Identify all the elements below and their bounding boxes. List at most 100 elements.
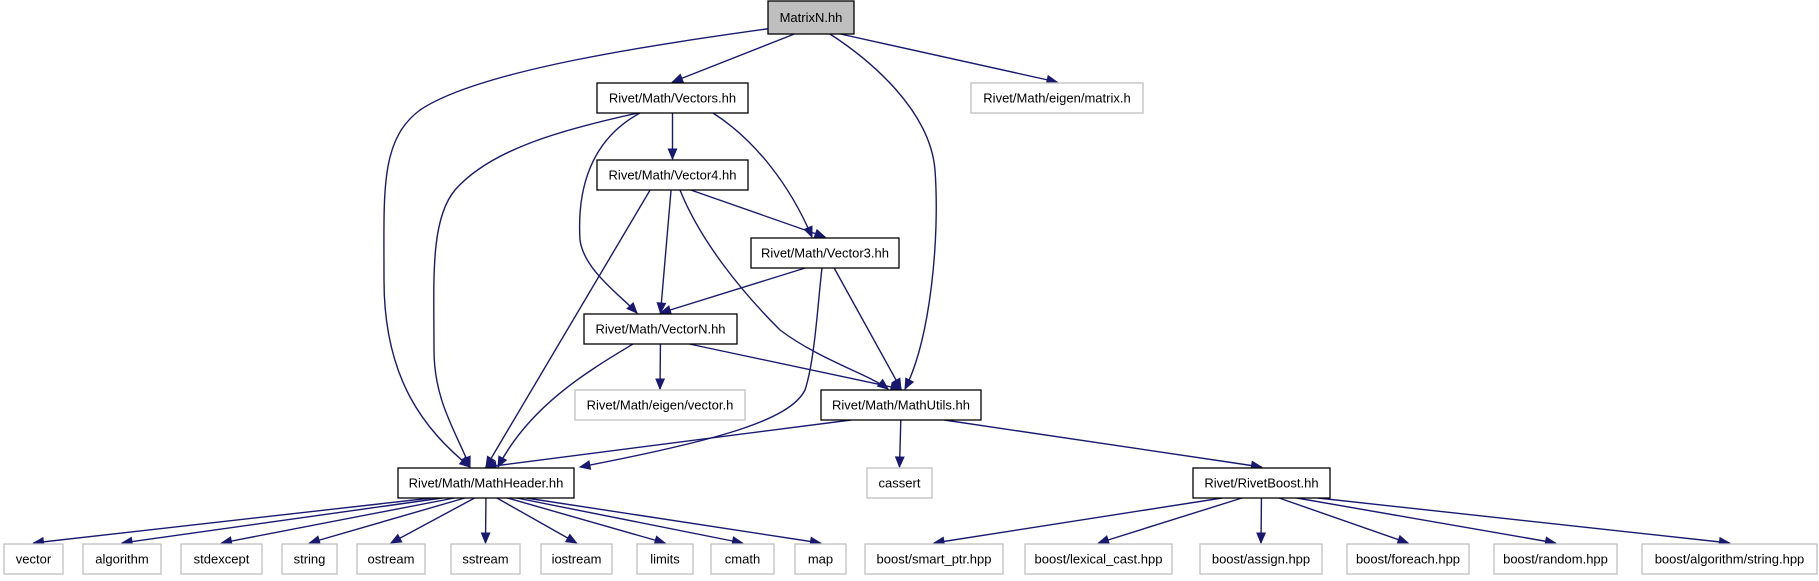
edge-vector3-to-mathheader <box>578 267 823 470</box>
edge-line <box>433 112 639 468</box>
edge-line <box>485 189 651 468</box>
edge-rivetboost-to-lexical_cast <box>1097 497 1243 545</box>
edge-line <box>672 33 795 83</box>
node-box <box>3 543 64 575</box>
arrowhead <box>671 73 685 83</box>
arrowhead <box>655 378 666 391</box>
node-cmath: cmath <box>710 543 775 575</box>
node-label: algorithm <box>95 552 148 567</box>
node-algo_string: boost/algorithm/string.hpp <box>1641 543 1818 575</box>
node-box <box>356 543 426 575</box>
node-string: string <box>281 543 338 575</box>
edge-vectorn-to-mathheader <box>497 343 634 469</box>
edge-mathheader-to-sstream <box>480 497 491 545</box>
node-rivetboost[interactable]: Rivet/RivetBoost.hh <box>1192 467 1331 499</box>
edge-line <box>933 497 1223 544</box>
node-matrixn[interactable]: MatrixN.hh <box>767 0 855 35</box>
node-label: boost/assign.hpp <box>1212 552 1310 567</box>
arrowhead <box>480 532 491 545</box>
edge-rivetboost-to-assign <box>1256 497 1267 545</box>
edge-line <box>833 267 902 390</box>
node-label: Rivet/Math/VectorN.hh <box>595 322 725 337</box>
edge-line <box>390 497 475 544</box>
node-box <box>750 237 900 269</box>
edge-mathheader-to-ostream <box>389 497 475 544</box>
edge-line <box>383 25 789 468</box>
node-label: iostream <box>552 552 602 567</box>
edge-mathutils-to-mathheader <box>484 419 852 471</box>
node-iostream: iostream <box>540 543 613 575</box>
node-box <box>450 543 521 575</box>
node-box <box>864 543 1004 575</box>
edge-line <box>309 497 466 544</box>
node-label: boost/algorithm/string.hpp <box>1655 552 1805 567</box>
node-vector4[interactable]: Rivet/Math/Vector4.hh <box>596 159 749 191</box>
node-label: Rivet/Math/MathUtils.hh <box>832 398 970 413</box>
node-label: boost/random.hpp <box>1503 552 1608 567</box>
node-vector: vector <box>3 543 64 575</box>
arrowhead <box>308 535 321 545</box>
arrowhead <box>876 378 890 390</box>
node-vector3[interactable]: Rivet/Math/Vector3.hh <box>750 237 900 269</box>
edge-line <box>829 33 937 390</box>
edge-vector3-to-vectorn <box>659 267 806 315</box>
edge-vectors-to-mathheader <box>433 112 639 469</box>
node-box <box>1192 467 1331 499</box>
edge-line <box>516 497 743 544</box>
arrowhead <box>894 456 905 469</box>
node-box <box>82 543 162 575</box>
arrowhead <box>667 148 678 161</box>
edge-mathutils-to-cassert <box>894 419 905 469</box>
edge-line <box>1098 497 1243 544</box>
edge-matrixn-to-vectors <box>671 33 795 83</box>
edge-line <box>507 497 666 544</box>
node-label: Rivet/Math/eigen/vector.h <box>587 398 734 413</box>
edge-line <box>579 267 823 468</box>
arrowhead <box>656 302 667 315</box>
node-box <box>820 389 982 421</box>
node-mathheader[interactable]: Rivet/Math/MathHeader.hh <box>397 467 575 499</box>
edge-line <box>1278 497 1409 544</box>
node-label: ostream <box>368 552 415 567</box>
edge-vector4-to-vector3 <box>690 189 827 239</box>
edge-line <box>578 112 641 314</box>
arrowhead <box>578 460 592 470</box>
node-assign: boost/assign.hpp <box>1199 543 1323 575</box>
node-box <box>636 543 694 575</box>
node-box <box>281 543 338 575</box>
arrowhead <box>626 301 638 314</box>
node-label: boost/smart_ptr.hpp <box>877 552 992 567</box>
node-limits: limits <box>636 543 694 575</box>
arrowhead <box>1256 532 1267 545</box>
arrowhead <box>1097 535 1111 545</box>
node-label: MatrixN.hh <box>780 10 843 25</box>
node-box <box>1199 543 1323 575</box>
node-box <box>1641 543 1818 575</box>
node-lexical_cast: boost/lexical_cast.hpp <box>1024 543 1173 575</box>
node-mathutils[interactable]: Rivet/Math/MathUtils.hh <box>820 389 982 421</box>
edge-vectors-to-vectorn <box>578 112 641 314</box>
node-label: boost/lexical_cast.hpp <box>1035 552 1163 567</box>
edge-mathheader-to-iostream <box>496 497 578 544</box>
node-vectorn[interactable]: Rivet/Math/VectorN.hh <box>583 313 738 345</box>
edge-vectorn-to-eigen_vector <box>655 343 666 391</box>
node-label: Rivet/Math/Vectors.hh <box>609 91 736 106</box>
node-box <box>180 543 263 575</box>
node-label: Rivet/Math/Vector3.hh <box>761 246 889 261</box>
edge-matrixn-to-mathutils <box>829 33 937 391</box>
node-box <box>596 82 749 114</box>
edge-rivetboost-to-random <box>1296 497 1557 547</box>
edge-mathheader-to-cmath <box>516 497 744 546</box>
arrowhead <box>1396 534 1410 545</box>
node-box <box>767 0 855 35</box>
node-vectors[interactable]: Rivet/Math/Vectors.hh <box>596 82 749 114</box>
edge-rivetboost-to-smart_ptr <box>932 497 1223 547</box>
node-foreach: boost/foreach.hpp <box>1346 543 1470 575</box>
edge-mathheader-to-vector <box>32 497 432 547</box>
node-label: boost/foreach.hpp <box>1356 552 1460 567</box>
edge-vectors-to-vector4 <box>667 113 678 161</box>
arrowhead <box>653 535 667 545</box>
node-label: Rivet/RivetBoost.hh <box>1204 476 1318 491</box>
node-box <box>583 313 738 345</box>
